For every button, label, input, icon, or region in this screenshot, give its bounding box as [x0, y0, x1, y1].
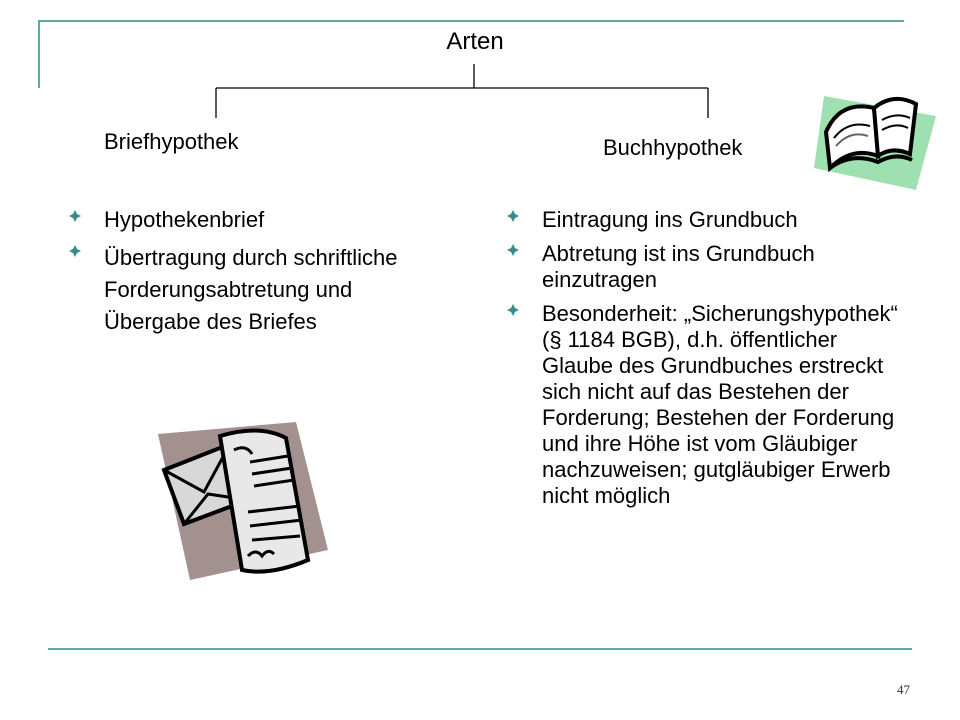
diamond-bullet-icon [507, 304, 519, 316]
heading-buchhypothek: Buchhypothek [603, 135, 743, 160]
left-bullet-list: Hypothekenbrief Übertragung durch schrif… [68, 207, 438, 348]
diamond-bullet-icon [507, 210, 519, 222]
right-bullet-list: Eintragung ins Grundbuch Abtretung ist i… [506, 207, 906, 519]
top-rule-left-tick [38, 20, 40, 88]
list-item: Besonderheit: „Sicherungshypothek“ (§ 11… [506, 301, 906, 509]
diamond-bullet-icon [507, 244, 519, 256]
bullet-text: Abtretung ist ins Grundbuch einzutragen [542, 241, 815, 292]
list-item: Übertragung durch schriftliche Forderung… [68, 242, 438, 338]
book-clipart-icon [814, 96, 936, 190]
page-number: 47 [897, 682, 910, 697]
diamond-bullet-icon [69, 210, 81, 222]
list-item: Hypothekenbrief [68, 207, 438, 233]
list-item: Eintragung ins Grundbuch [506, 207, 906, 233]
bullet-text: Eintragung ins Grundbuch [542, 207, 798, 232]
bullet-text: Hypothekenbrief [104, 207, 265, 232]
bullet-text: Besonderheit: „Sicherungshypothek“ (§ 11… [542, 301, 898, 508]
diamond-bullet-icon [69, 245, 81, 257]
tree-connector [215, 64, 709, 118]
page-title: Arten [446, 28, 504, 55]
bottom-rule [48, 648, 912, 650]
top-rule [38, 20, 904, 22]
letter-clipart-icon [158, 422, 328, 580]
heading-briefhypothek: Briefhypothek [104, 129, 239, 154]
list-item: Abtretung ist ins Grundbuch einzutragen [506, 241, 906, 293]
bullet-text: Übertragung durch schriftliche Forderung… [104, 245, 398, 334]
